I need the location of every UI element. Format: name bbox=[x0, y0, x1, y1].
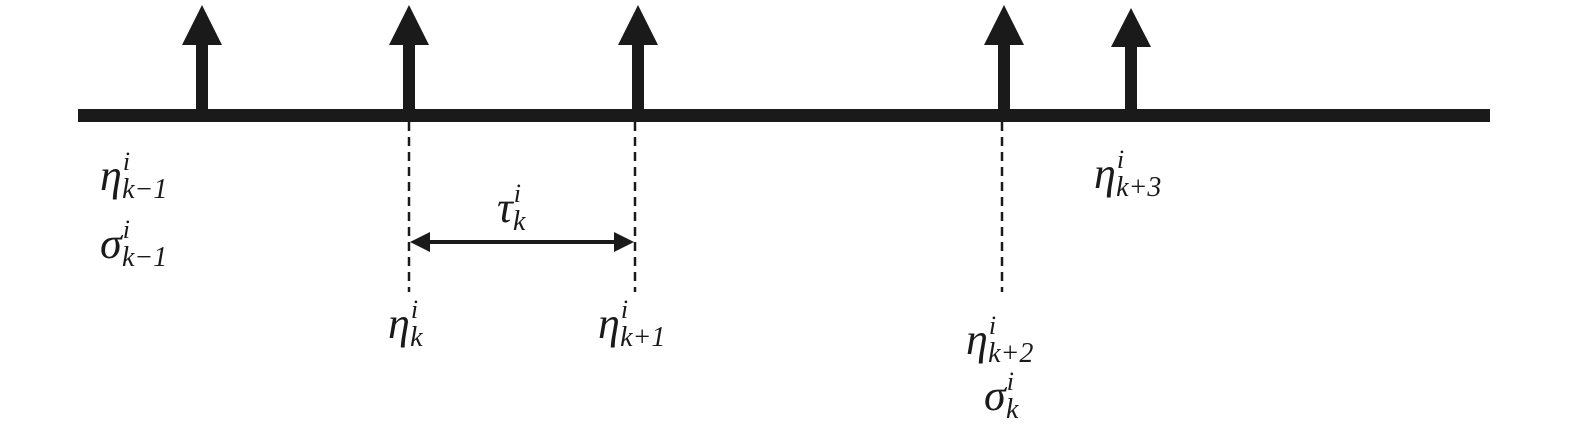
event-arrow-4 bbox=[984, 5, 1024, 110]
label-sigma-k: σik bbox=[984, 367, 1019, 425]
label-tau-k: τik bbox=[497, 179, 526, 237]
label-sigma-k-minus-1: σik−1 bbox=[100, 215, 168, 273]
label-eta-k: ηik bbox=[388, 295, 423, 353]
label-eta-k-plus-1: ηik+1 bbox=[598, 295, 666, 353]
event-arrow-2 bbox=[389, 5, 429, 110]
time-axis-line bbox=[78, 109, 1490, 122]
label-eta-k-minus-1: ηik−1 bbox=[100, 147, 168, 205]
event-arrow-5 bbox=[1111, 8, 1151, 110]
event-arrow-1 bbox=[182, 5, 222, 110]
event-arrow-3 bbox=[618, 5, 658, 110]
label-eta-k-plus-2: ηik+2 bbox=[966, 311, 1034, 369]
label-eta-k-plus-3: ηik+3 bbox=[1094, 145, 1162, 203]
interval-arrow bbox=[410, 232, 634, 252]
